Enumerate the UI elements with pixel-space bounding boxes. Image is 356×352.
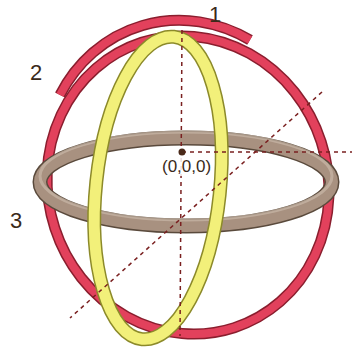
callout-number: 2 (30, 62, 42, 84)
axes (70, 30, 352, 336)
origin-label: (0,0,0) (160, 157, 213, 176)
red-ring-front (60, 20, 250, 95)
brown-ring (40, 132, 332, 226)
red-ring-front (60, 20, 250, 95)
callout-number: 3 (10, 210, 22, 232)
origin-dot (179, 149, 186, 156)
red-ring (8, 0, 356, 352)
yellow-ring (80, 30, 235, 345)
callout-number: 1 (209, 4, 221, 26)
